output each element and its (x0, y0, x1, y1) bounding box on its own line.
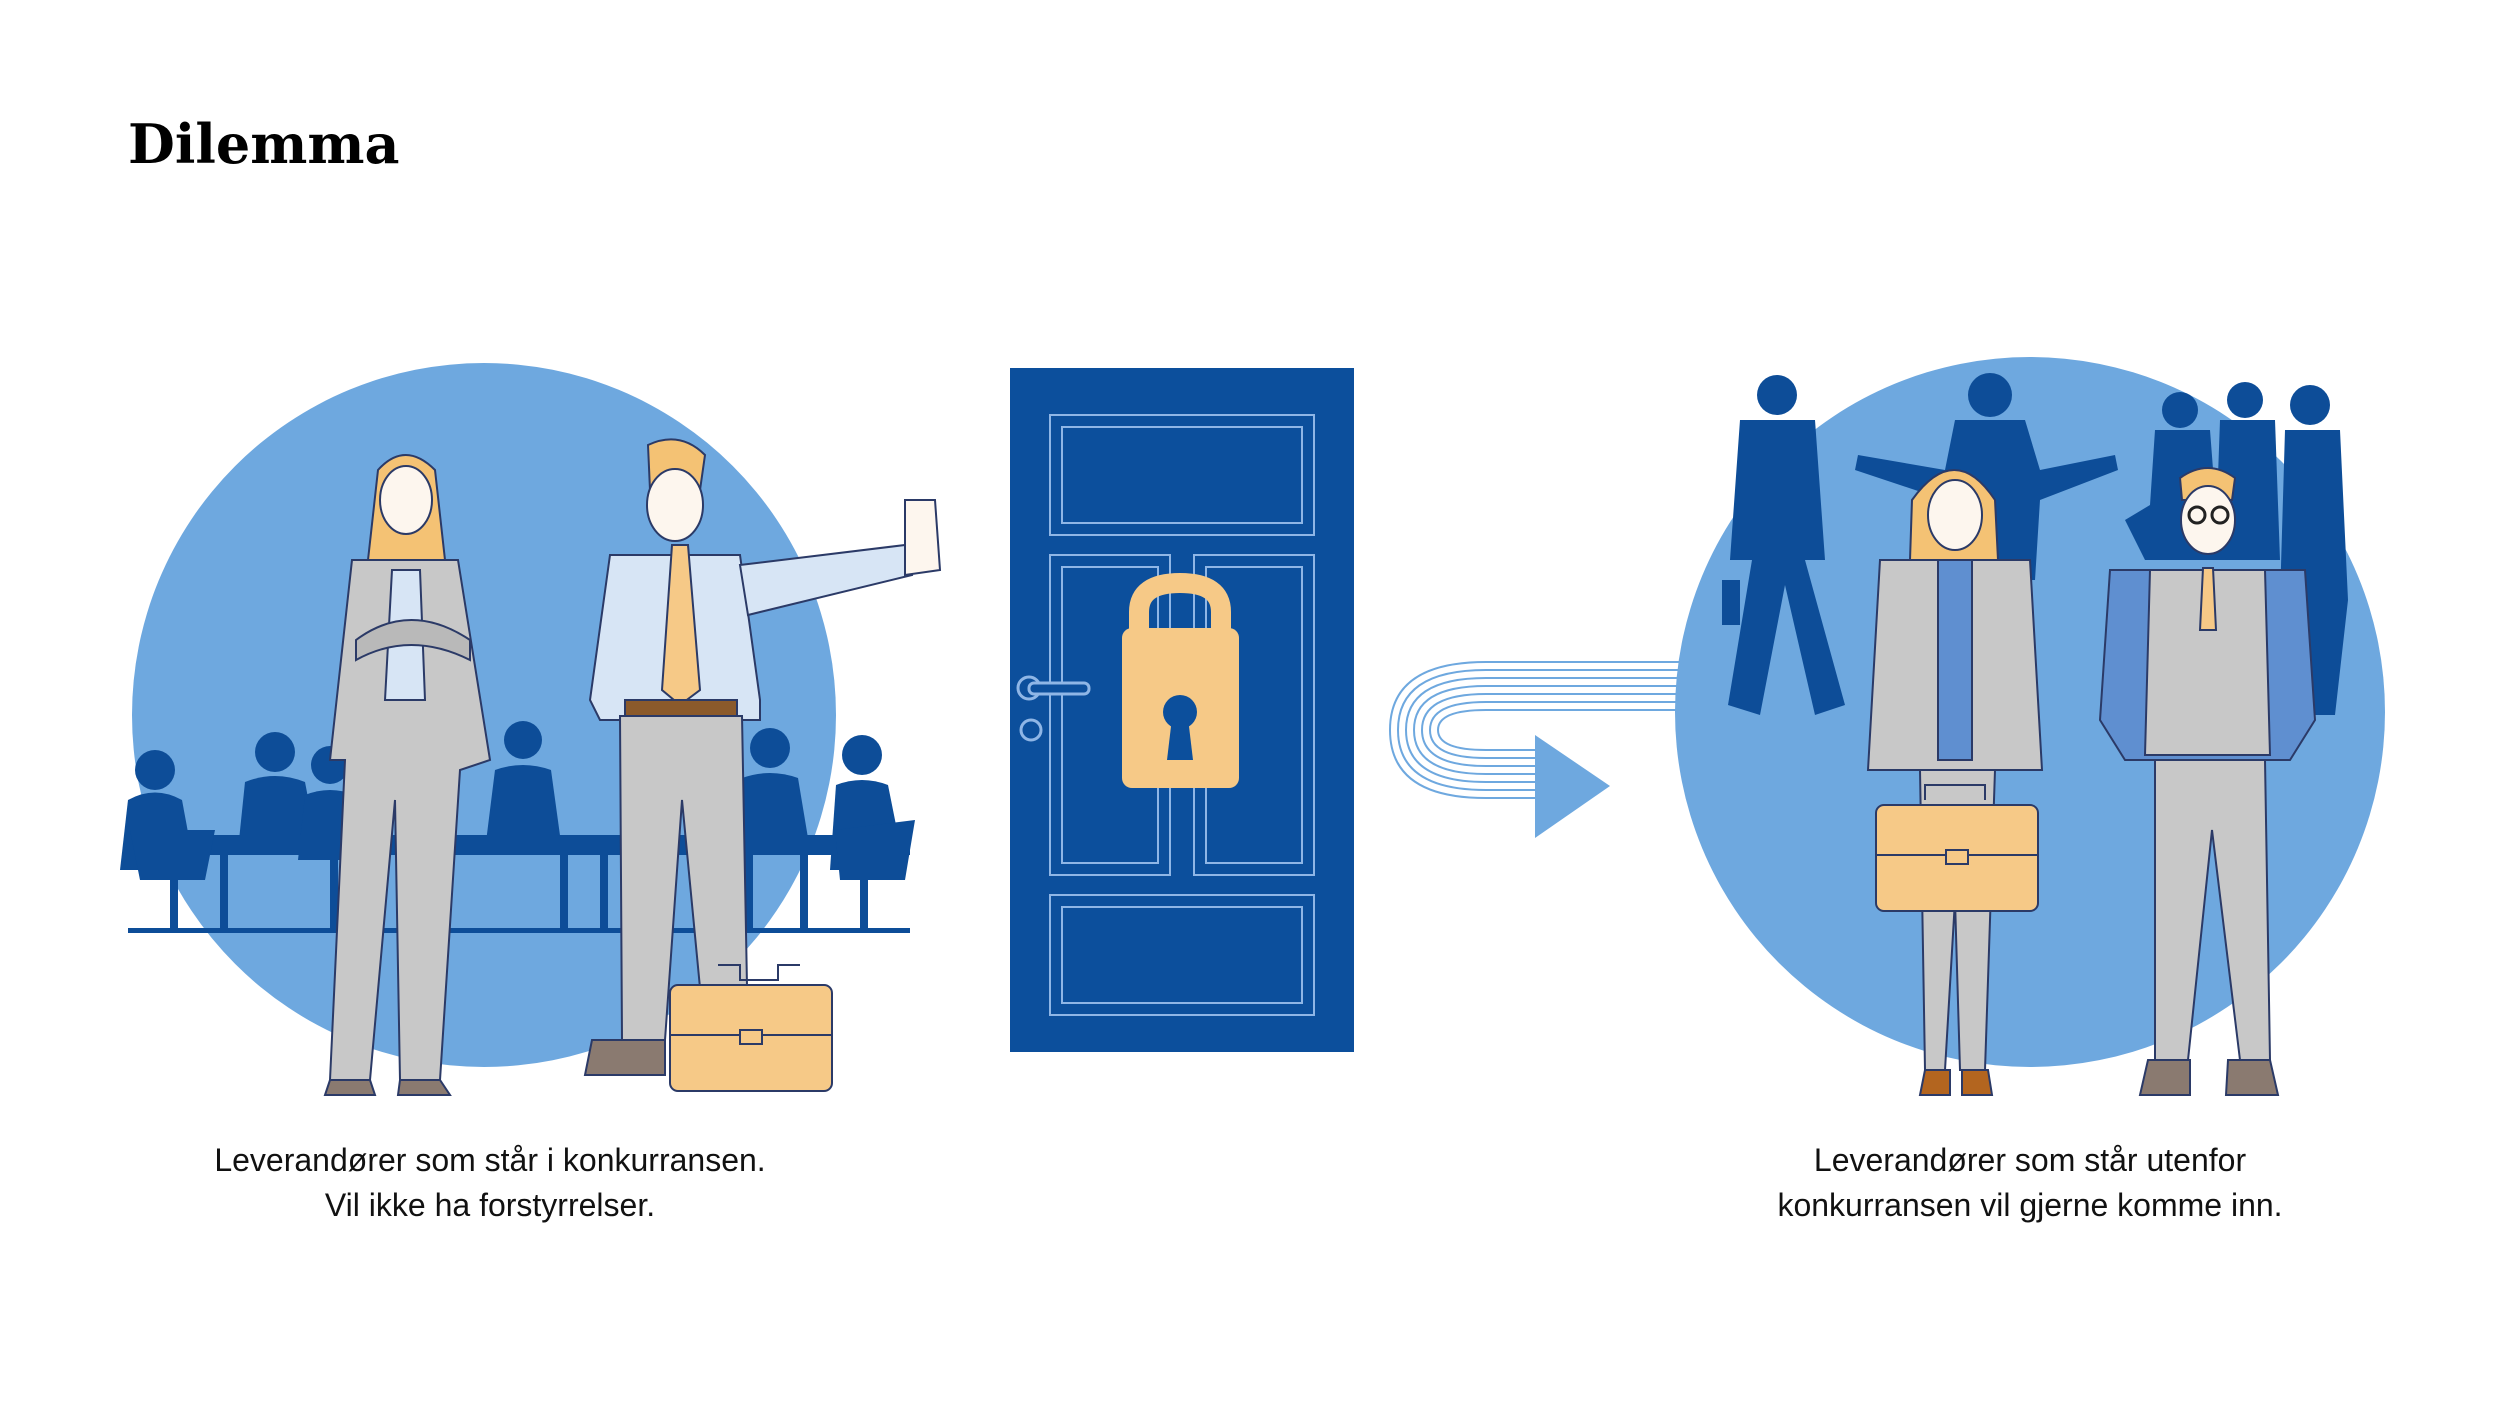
woman-figure-right (1866, 469, 2044, 1096)
left-caption: Leverandører som står i konkurransen. Vi… (180, 1138, 800, 1228)
right-scene (1675, 357, 2385, 1096)
left-scene (120, 363, 942, 1096)
man-figure-right (2098, 467, 2317, 1096)
left-caption-line-2: Vil ikke ha forstyrrelser. (324, 1187, 656, 1223)
left-caption-line-1: Leverandører som står i konkurransen. (214, 1142, 766, 1178)
briefcase-right (1875, 784, 2039, 912)
padlock-icon (1122, 572, 1239, 788)
arrow-graphic (1388, 661, 1680, 838)
woman-figure-left (323, 454, 492, 1096)
arrow-head (1535, 735, 1610, 838)
page-title: Dilemma (128, 112, 400, 176)
right-caption-line-2: konkurransen vil gjerne komme inn. (1777, 1187, 2283, 1223)
right-caption: Leverandører som står utenfor konkurrans… (1720, 1138, 2340, 1228)
door-handle (1016, 675, 1091, 742)
right-caption-line-1: Leverandører som står utenfor (1813, 1142, 2247, 1178)
man-figure-left (583, 438, 942, 1076)
briefcase-left (669, 964, 833, 1092)
locked-door (1010, 368, 1354, 1052)
